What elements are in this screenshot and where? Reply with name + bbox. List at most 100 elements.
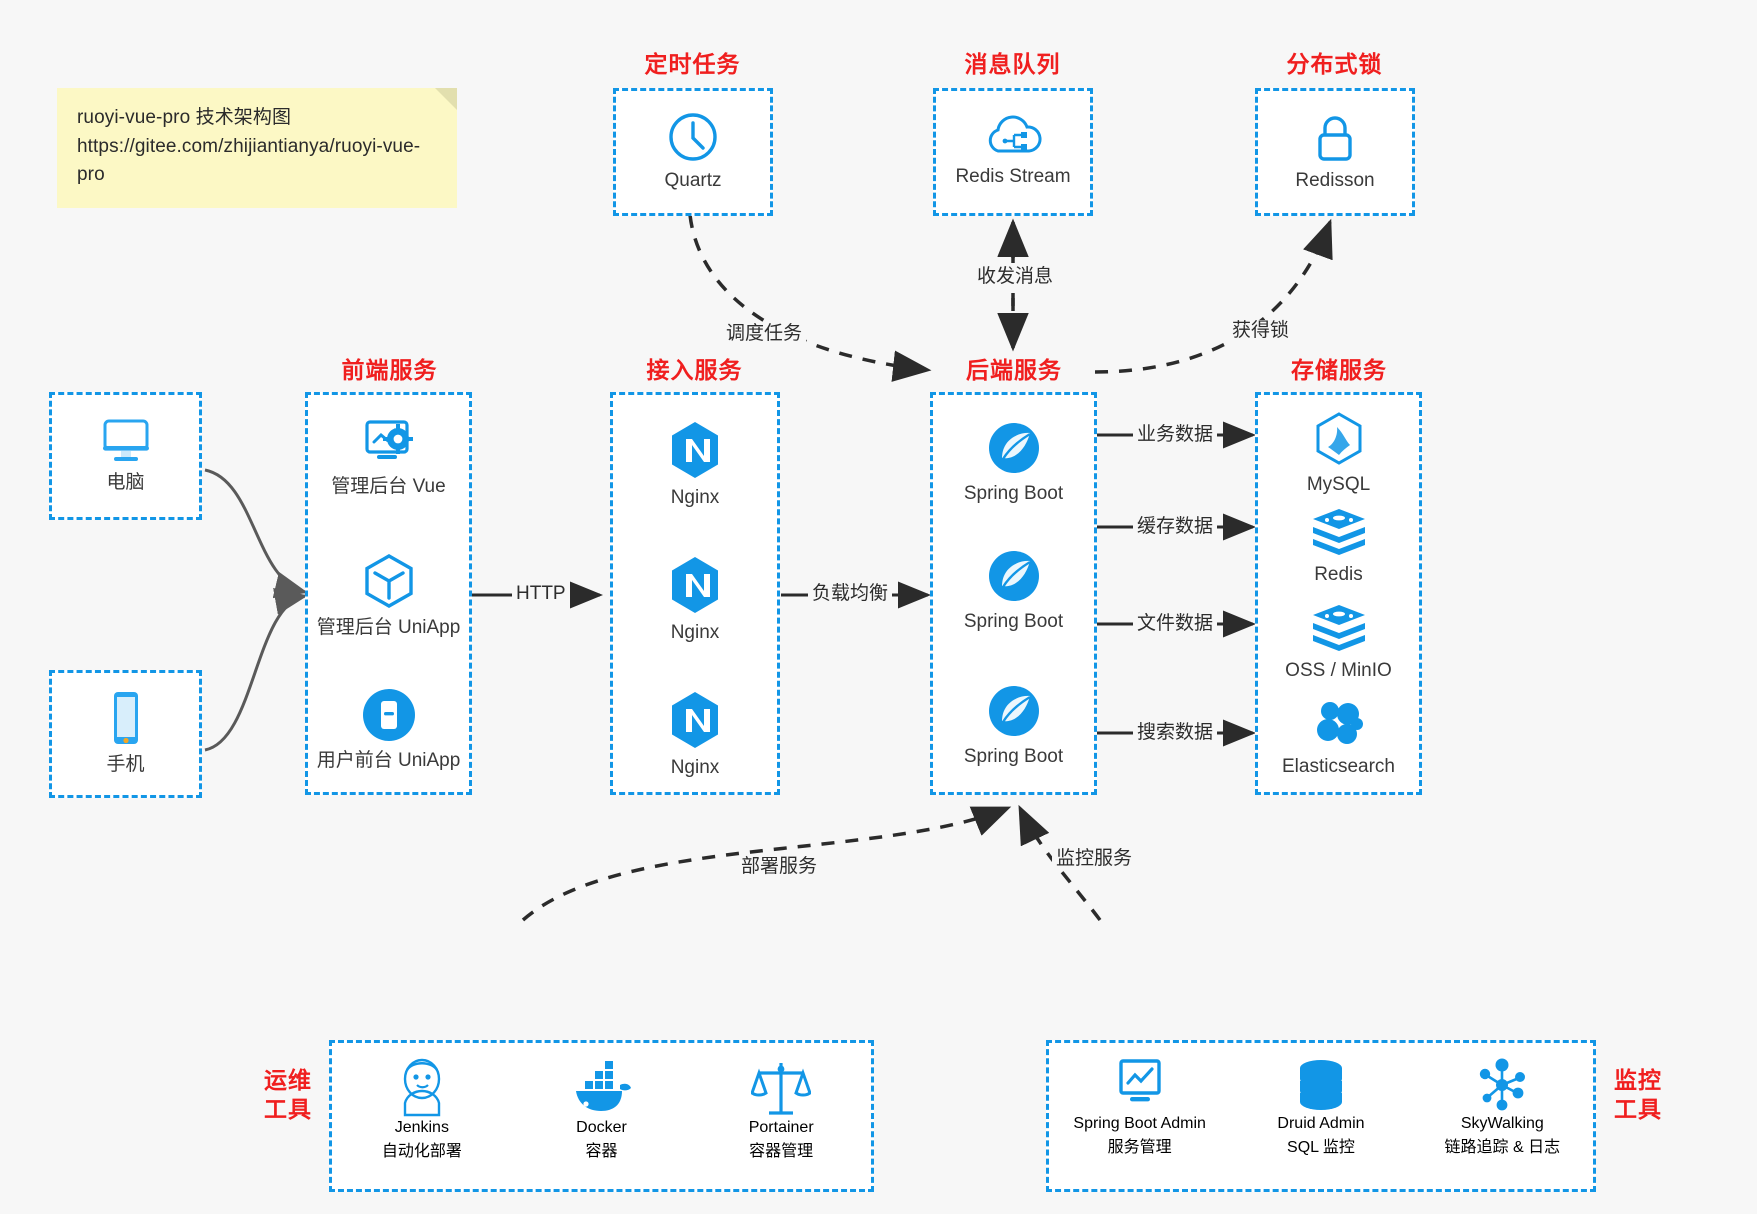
edge-label-http: HTTP <box>512 583 570 606</box>
cloud-stream-icon <box>988 115 1042 153</box>
cube-icon <box>364 554 413 608</box>
client-box-mobile: 手机 <box>49 670 202 798</box>
monitor-chart-icon <box>1118 1059 1161 1102</box>
group-title-scheduled-task: 定时任务 <box>644 51 741 77</box>
node-quartz[interactable]: Quartz <box>616 111 770 193</box>
dashboard-gear-icon <box>364 420 413 459</box>
jenkins-icon <box>403 1058 441 1117</box>
node-nginx-2[interactable]: Nginx <box>613 555 777 645</box>
node-label: Portainer <box>748 1119 814 1136</box>
node-label: Spring Boot <box>963 483 1064 504</box>
node-sublabel: 容器管理 <box>749 1143 814 1160</box>
node-label: Docker <box>576 1119 627 1136</box>
node-admin-vue[interactable]: 管理后台 Vue <box>308 417 469 499</box>
node-spring-boot-admin[interactable]: Spring Boot Admin 服务管理 <box>1049 1057 1230 1157</box>
node-label: MySQL <box>1306 474 1371 495</box>
redis-icon <box>1312 509 1365 555</box>
skywalking-icon <box>1480 1058 1526 1111</box>
group-title-monitor: 监控 工具 <box>1608 1066 1668 1124</box>
mysql-icon <box>1316 412 1361 465</box>
node-sublabel: 自动化部署 <box>381 1143 462 1160</box>
node-sublabel: 服务管理 <box>1107 1139 1172 1156</box>
node-label: Quartz <box>664 170 722 191</box>
group-title-monitor-line2: 工具 <box>1614 1095 1662 1122</box>
node-redis[interactable]: Redis <box>1258 507 1419 587</box>
group-box-monitor: Spring Boot Admin 服务管理 Druid Admin SQL 监… <box>1046 1040 1596 1192</box>
node-label: SkyWalking <box>1460 1115 1544 1132</box>
group-box-devops: Jenkins 自动化部署 Docker 容器 <box>329 1040 874 1192</box>
group-box-scheduled-task: Quartz <box>613 88 773 216</box>
edge-label-monitor-service: 监控服务 <box>1052 848 1137 871</box>
redis-icon <box>1312 605 1365 651</box>
node-nginx-3[interactable]: Nginx <box>613 690 777 780</box>
spring-boot-icon <box>988 423 1039 473</box>
node-desktop[interactable]: 电脑 <box>52 415 199 495</box>
node-label: Redisson <box>1295 170 1375 191</box>
group-title-frontend: 前端服务 <box>341 357 438 383</box>
edge-label-cache-data: 缓存数据 <box>1133 516 1218 539</box>
nginx-icon <box>672 692 718 748</box>
node-label: 电脑 <box>106 472 145 493</box>
group-title-storage: 存储服务 <box>1291 357 1387 383</box>
node-label: OSS / MinIO <box>1285 660 1392 681</box>
node-spring-boot-3[interactable]: Spring Boot <box>933 683 1094 769</box>
edge-label-business-data: 业务数据 <box>1133 424 1218 447</box>
node-nginx-1[interactable]: Nginx <box>613 420 777 510</box>
edge-label-deploy-service: 部署服务 <box>737 856 822 879</box>
node-sublabel: 容器 <box>585 1143 618 1160</box>
node-label: Jenkins <box>394 1119 449 1136</box>
node-label: Druid Admin <box>1277 1115 1365 1132</box>
desktop-icon <box>102 419 149 461</box>
clock-icon <box>669 113 717 161</box>
group-box-gateway: Nginx Nginx Nginx <box>610 392 780 795</box>
app-icon <box>362 689 415 741</box>
node-redis-stream[interactable]: Redis Stream <box>936 113 1090 189</box>
spring-boot-icon <box>988 551 1039 601</box>
group-title-devops: 运维 工具 <box>258 1066 318 1124</box>
node-spring-boot-2[interactable]: Spring Boot <box>933 548 1094 634</box>
group-title-devops-line1: 运维 <box>264 1067 312 1093</box>
node-label: 管理后台 UniApp <box>316 617 461 638</box>
node-jenkins[interactable]: Jenkins 自动化部署 <box>332 1057 512 1161</box>
lock-icon <box>1318 116 1352 161</box>
node-label: Nginx <box>670 757 720 778</box>
group-title-monitor-line1: 监控 <box>1614 1067 1662 1093</box>
elasticsearch-icon <box>1316 702 1363 744</box>
node-label: 用户前台 UniApp <box>316 750 461 771</box>
group-title-backend: 后端服务 <box>966 357 1062 383</box>
mobile-icon <box>113 692 138 744</box>
edge-label-send-receive-message: 收发消息 <box>973 266 1058 289</box>
node-label: Nginx <box>670 487 720 508</box>
edge-label-acquire-lock: 获得锁 <box>1228 320 1294 343</box>
group-title-distributed-lock: 分布式锁 <box>1286 51 1383 77</box>
database-icon <box>1299 1060 1342 1110</box>
group-box-frontend: 管理后台 Vue 管理后台 UniApp 用户前台 UniApp <box>305 392 472 795</box>
node-spring-boot-1[interactable]: Spring Boot <box>933 420 1094 506</box>
node-label: Spring Boot Admin <box>1073 1115 1206 1132</box>
node-docker[interactable]: Docker 容器 <box>512 1057 692 1161</box>
node-mobile[interactable]: 手机 <box>52 689 199 777</box>
node-portainer[interactable]: Portainer 容器管理 <box>691 1057 871 1161</box>
group-title-message-queue: 消息队列 <box>964 51 1061 77</box>
client-box-desktop: 电脑 <box>49 392 202 520</box>
scales-icon <box>751 1063 812 1115</box>
node-redisson[interactable]: Redisson <box>1258 113 1412 193</box>
node-label: Spring Boot <box>963 746 1064 767</box>
nginx-icon <box>672 557 718 613</box>
node-oss-minio[interactable]: OSS / MinIO <box>1258 603 1419 683</box>
node-skywalking[interactable]: SkyWalking 链路追踪 & 日志 <box>1412 1057 1593 1157</box>
node-druid-admin[interactable]: Druid Admin SQL 监控 <box>1230 1057 1411 1157</box>
node-label: Redis Stream <box>955 166 1071 187</box>
group-box-backend: Spring Boot Spring Boot Spring Boot <box>930 392 1097 795</box>
node-admin-uniapp[interactable]: 管理后台 UniApp <box>308 552 469 640</box>
docker-icon <box>575 1061 631 1111</box>
title-note: ruoyi-vue-pro 技术架构图 https://gitee.com/zh… <box>57 88 457 208</box>
edge-label-search-data: 搜索数据 <box>1133 722 1218 745</box>
note-line-title: ruoyi-vue-pro 技术架构图 <box>77 107 292 128</box>
edge-label-load-balance: 负载均衡 <box>808 583 893 606</box>
node-elasticsearch[interactable]: Elasticsearch <box>1258 699 1419 779</box>
node-user-uniapp[interactable]: 用户前台 UniApp <box>308 687 469 773</box>
node-label: 手机 <box>106 754 145 775</box>
group-title-devops-line2: 工具 <box>264 1095 312 1122</box>
node-mysql[interactable]: MySQL <box>1258 411 1419 497</box>
